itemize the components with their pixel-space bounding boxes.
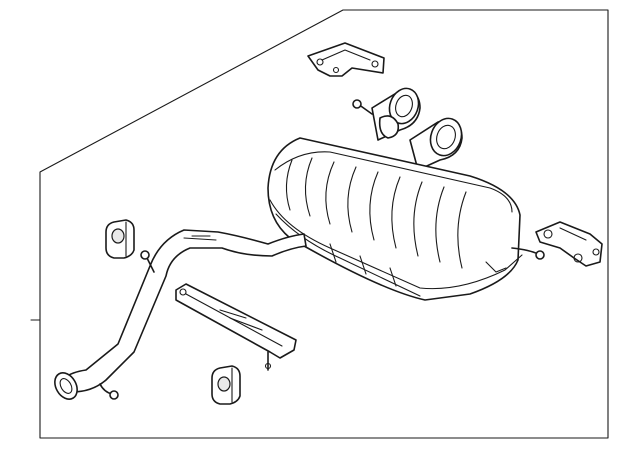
rubber-insulator-upper bbox=[105, 219, 135, 259]
muffler-hanger-pin bbox=[485, 247, 545, 273]
support-strap bbox=[175, 283, 297, 371]
rubber-insulator-lower bbox=[211, 365, 241, 405]
muffler-assembly bbox=[267, 137, 523, 301]
intermediate-pipe bbox=[54, 229, 307, 400]
diagram-frame bbox=[30, 9, 609, 439]
front-hanger-pin bbox=[140, 250, 155, 273]
hanger-pin-upper bbox=[352, 99, 400, 139]
tailpipe-tip-right bbox=[409, 117, 463, 171]
upper-mounting-bracket bbox=[307, 42, 385, 77]
rear-hanger-bracket bbox=[535, 221, 603, 267]
